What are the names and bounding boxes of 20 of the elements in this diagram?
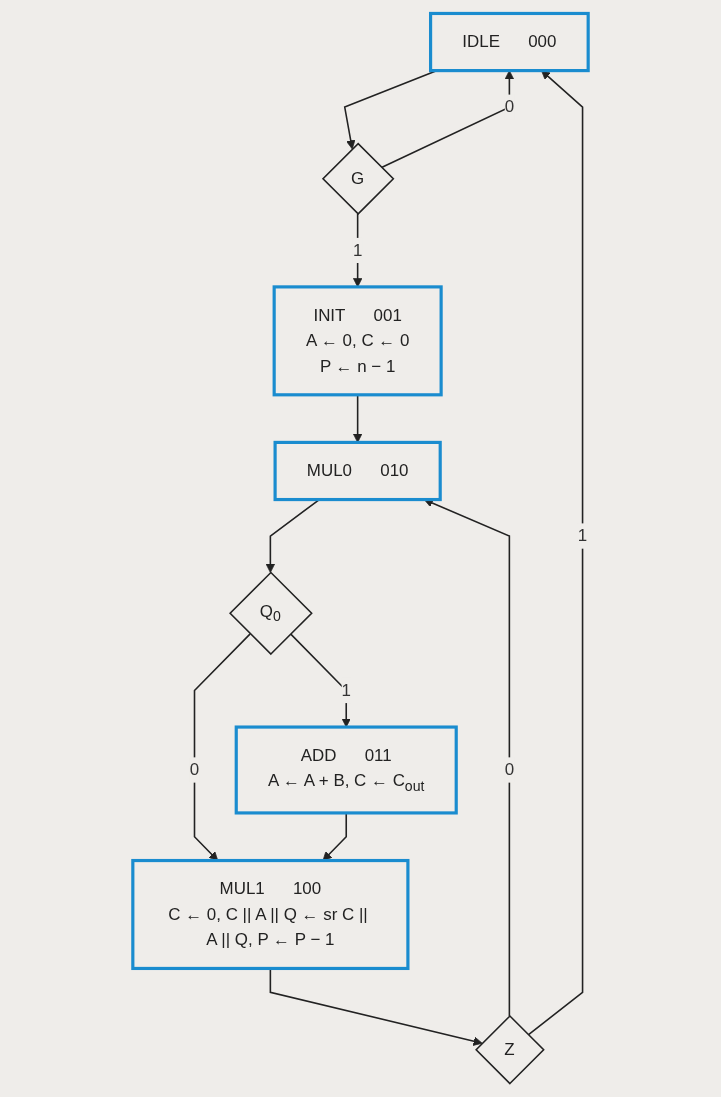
edge-label: 1	[341, 681, 351, 700]
node-diamond: G	[321, 142, 395, 216]
node-box: ADD 011 A ← A + B, C ← C$_{out}$	[234, 725, 458, 815]
node-diamond: Z	[475, 1014, 545, 1085]
arrow	[289, 633, 351, 728]
node-box: MUL1 100 C ← 0, C || A || Q ← sr C || A || Q, P ← P − 1	[131, 858, 410, 971]
edge-label: 1	[577, 526, 588, 545]
arrow	[322, 812, 348, 861]
arrow	[527, 70, 584, 1036]
edge-label: 0	[504, 760, 515, 779]
edge-label: 0	[189, 760, 200, 779]
node-box: IDLE 000	[429, 11, 590, 73]
arrow	[353, 394, 363, 443]
edge-label: 1	[352, 240, 363, 259]
node-diamond: Q$_{0}$	[229, 571, 313, 656]
node-box: MUL0 010	[273, 440, 442, 502]
arrow	[193, 633, 251, 861]
edge-label: 0	[504, 97, 515, 116]
node-box: INIT 001 A ← 0, C ← 0 P ← n − 1	[272, 285, 443, 397]
arrow	[380, 70, 515, 169]
